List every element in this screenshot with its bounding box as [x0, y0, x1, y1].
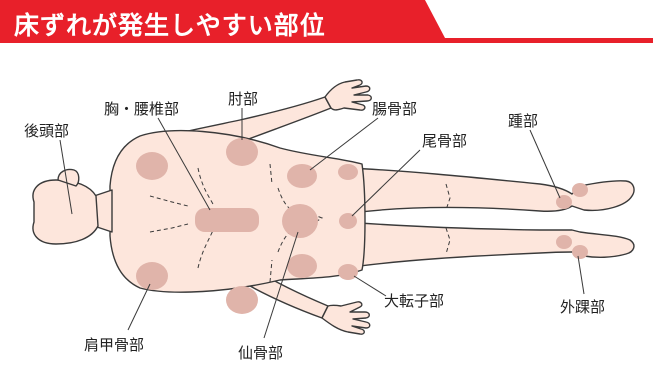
label-occiput: 後頭部	[24, 122, 70, 140]
leader-chest-lumbar	[157, 117, 211, 211]
label-malleolus: 外踝部	[560, 298, 606, 316]
spot-coccyx	[339, 213, 357, 229]
label-trochanter: 大転子部	[384, 292, 445, 310]
spot-iliac-lower	[287, 254, 317, 278]
upper-leg	[344, 167, 635, 215]
spot-elbow-upper	[226, 138, 258, 166]
leader-coccyx	[351, 149, 421, 217]
label-chest-lumbar: 胸・腰椎部	[104, 100, 180, 118]
label-scapula: 肩甲骨部	[84, 336, 145, 354]
spot-sacrum	[282, 204, 318, 238]
banner-shape	[0, 0, 653, 43]
leader-iliac	[309, 117, 379, 171]
pressure-spots	[136, 138, 588, 314]
head	[32, 179, 99, 245]
spot-trochanter	[338, 264, 358, 280]
label-heel: 踵部	[508, 112, 539, 130]
lower-leg	[344, 221, 635, 269]
spot-heel-lower	[556, 235, 572, 249]
ear	[57, 168, 80, 187]
spot-iliac-upper	[287, 164, 317, 188]
leader-trochanter	[353, 275, 387, 297]
body-silhouette	[32, 79, 635, 335]
label-coccyx: 尾骨部	[422, 132, 468, 150]
leader-scapula	[127, 283, 151, 331]
spot-scapula-upper	[136, 152, 168, 180]
label-elbow: 肘部	[228, 90, 259, 108]
leader-lines	[59, 108, 585, 339]
title-banner: 床ずれが発生しやすい部位	[0, 0, 653, 48]
spot-malleolus-upper	[572, 183, 588, 197]
lower-hand	[321, 301, 371, 335]
spot-elbow-lower	[226, 286, 258, 314]
page-title: 床ずれが発生しやすい部位	[14, 11, 326, 40]
leader-occiput	[59, 139, 73, 215]
leader-heel	[529, 129, 561, 199]
spot-scapula-lower	[136, 262, 168, 290]
spot-heel-upper	[556, 195, 572, 209]
label-iliac: 腸骨部	[372, 100, 418, 118]
spot-lumbar	[195, 208, 259, 232]
spot-hip-upper	[338, 164, 358, 180]
leader-malleolus	[577, 255, 585, 295]
label-sacrum: 仙骨部	[238, 344, 284, 362]
leader-sacrum	[263, 231, 299, 339]
spot-malleolus-lower	[572, 245, 588, 259]
upper-hand	[324, 79, 372, 111]
